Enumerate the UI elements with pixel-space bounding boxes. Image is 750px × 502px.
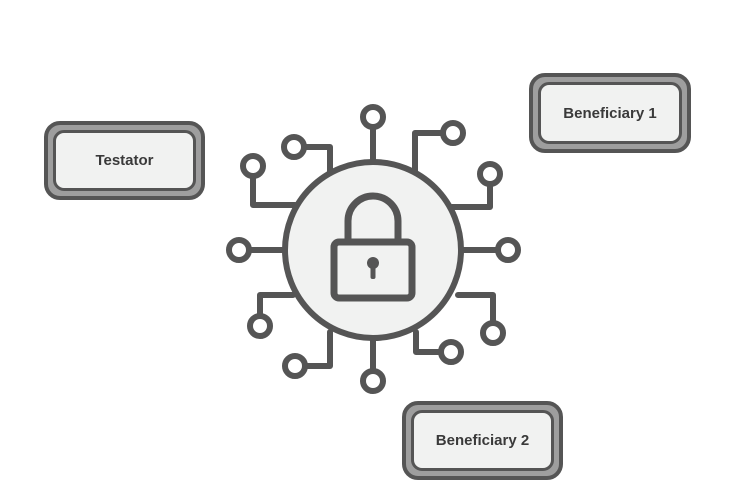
circuit-node xyxy=(360,368,386,394)
circuit-trace xyxy=(302,329,333,369)
circuit-trace xyxy=(250,175,298,208)
circuit-trace xyxy=(301,144,333,175)
keyhole-icon xyxy=(367,257,379,279)
circuit-node xyxy=(226,237,252,263)
circuit-trace xyxy=(455,292,496,325)
beneficiary-1-node: Beneficiary 1 xyxy=(529,73,691,153)
circuit-node xyxy=(438,339,464,365)
testator-node: Testator xyxy=(44,121,205,200)
circuit-node xyxy=(477,161,503,187)
circuit-node xyxy=(247,313,273,339)
circuit-node xyxy=(440,120,466,146)
beneficiary-2-label: Beneficiary 2 xyxy=(411,410,554,471)
circuit-trace xyxy=(413,329,444,355)
circuit-node xyxy=(495,237,521,263)
beneficiary-2-node: Beneficiary 2 xyxy=(402,401,563,480)
circuit-node xyxy=(282,353,308,379)
circuit-node xyxy=(240,153,266,179)
circuit-node xyxy=(480,320,506,346)
circuit-trace xyxy=(449,181,493,210)
testator-label: Testator xyxy=(53,130,196,191)
beneficiary-1-label: Beneficiary 1 xyxy=(538,82,682,144)
circuit-node xyxy=(281,134,307,160)
circuit-trace xyxy=(412,130,446,175)
circuit-node xyxy=(360,104,386,130)
circuit-trace xyxy=(257,292,296,319)
